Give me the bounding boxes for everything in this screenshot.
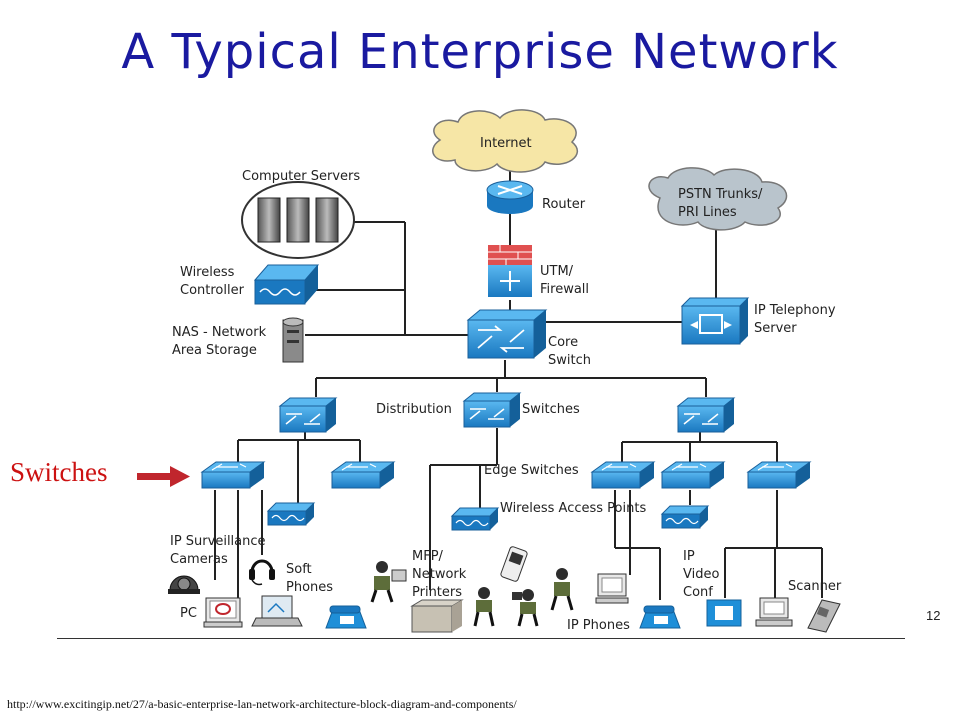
- ip-phone-icon: [639, 605, 681, 629]
- nas-label-1: NAS - Network: [172, 325, 267, 340]
- utm-firewall-label-2: Firewall: [540, 282, 589, 297]
- mobile-phone-icon: [500, 546, 528, 582]
- page-title: A Typical Enterprise Network: [121, 24, 839, 80]
- server-icon: [286, 197, 310, 243]
- distribution-switch-icon: [278, 397, 338, 433]
- mfp-label-1: MFP/: [412, 549, 444, 564]
- page-number: 12: [926, 608, 941, 623]
- arrow-right-icon: [137, 466, 190, 487]
- switches-callout-label: Switches: [10, 457, 108, 487]
- wireless-access-point-icon: [660, 505, 710, 529]
- server-cluster: [241, 181, 355, 259]
- ip-telephony-server-icon: [680, 297, 750, 345]
- scanner-label: Scanner: [788, 579, 842, 594]
- nas-label-2: Area Storage: [172, 343, 257, 358]
- wireless-access-point-icon: [450, 507, 500, 531]
- pstn-cloud: [648, 167, 788, 231]
- edge-switch-icon: [200, 461, 266, 489]
- mfp-label-3: Printers: [412, 585, 462, 600]
- source-url: http://www.excitingip.net/27/a-basic-ent…: [7, 697, 517, 711]
- wireless-access-point-icon: [266, 502, 316, 526]
- pc-label: PC: [180, 606, 197, 621]
- user-with-laptop-icon: [512, 589, 539, 627]
- server-icon: [315, 197, 339, 243]
- surveillance-camera-icon: [168, 575, 200, 594]
- ip-telephony-label-2: Server: [754, 321, 797, 336]
- user-at-desk-icon: [550, 568, 574, 611]
- soft-phones-label-2: Phones: [286, 580, 333, 595]
- pstn-label-1: PSTN Trunks/: [678, 187, 763, 202]
- headset-icon: [249, 559, 275, 586]
- mfp-label-2: Network: [412, 567, 467, 582]
- server-icon: [257, 197, 281, 243]
- user-at-desk-icon: [473, 587, 495, 627]
- core-switch-label-1: Core: [548, 335, 578, 350]
- pc-monitor-icon: [203, 597, 243, 628]
- soft-phones-label-1: Soft: [286, 562, 312, 577]
- ip-video-label-2: Video: [683, 567, 719, 582]
- edge-switch-icon: [330, 461, 396, 489]
- distribution-switch-icon: [462, 392, 522, 428]
- computer-servers-label: Computer Servers: [242, 169, 360, 184]
- monitor-icon: [595, 573, 629, 604]
- switches-label: Switches: [522, 402, 580, 417]
- ip-telephony-label-1: IP Telephony: [754, 303, 836, 318]
- edge-switch-icon: [660, 461, 726, 489]
- internet-label: Internet: [480, 136, 532, 151]
- video-conference-icon: [706, 599, 742, 627]
- wireless-controller-label-1: Wireless: [180, 265, 235, 280]
- utm-firewall-label-1: UTM/: [540, 264, 574, 279]
- router-icon: [486, 180, 534, 214]
- computer-icon: [755, 597, 793, 627]
- ip-video-label-1: IP: [683, 549, 695, 564]
- wireless-controller-icon: [253, 264, 320, 305]
- edge-switch-icon: [590, 461, 656, 489]
- wireless-controller-label-2: Controller: [180, 283, 245, 298]
- ip-surveillance-label-1: IP Surveillance: [170, 534, 266, 549]
- edge-switch-icon: [746, 461, 812, 489]
- ip-video-label-3: Conf: [683, 585, 713, 600]
- core-switch-icon: [466, 309, 548, 359]
- router-label: Router: [542, 197, 586, 212]
- laptop-icon: [251, 595, 303, 627]
- footer-divider: [57, 638, 905, 639]
- pstn-label-2: PRI Lines: [678, 205, 737, 220]
- wireless-ap-label: Wireless Access Points: [500, 501, 646, 516]
- distribution-label: Distribution: [376, 402, 452, 417]
- nas-storage-icon: [282, 317, 304, 363]
- ip-phone-icon: [325, 605, 367, 629]
- user-at-desk-icon: [370, 561, 407, 603]
- firewall-icon: [488, 245, 532, 297]
- core-switch-label-2: Switch: [548, 353, 591, 368]
- scanner-icon: [807, 599, 841, 633]
- internet-cloud: [432, 109, 579, 173]
- printer-icon: [410, 599, 464, 633]
- ip-phones-label: IP Phones: [567, 618, 630, 633]
- edge-switches-label: Edge Switches: [484, 463, 579, 478]
- distribution-switch-icon: [676, 397, 736, 433]
- ip-surveillance-label-2: Cameras: [170, 552, 228, 567]
